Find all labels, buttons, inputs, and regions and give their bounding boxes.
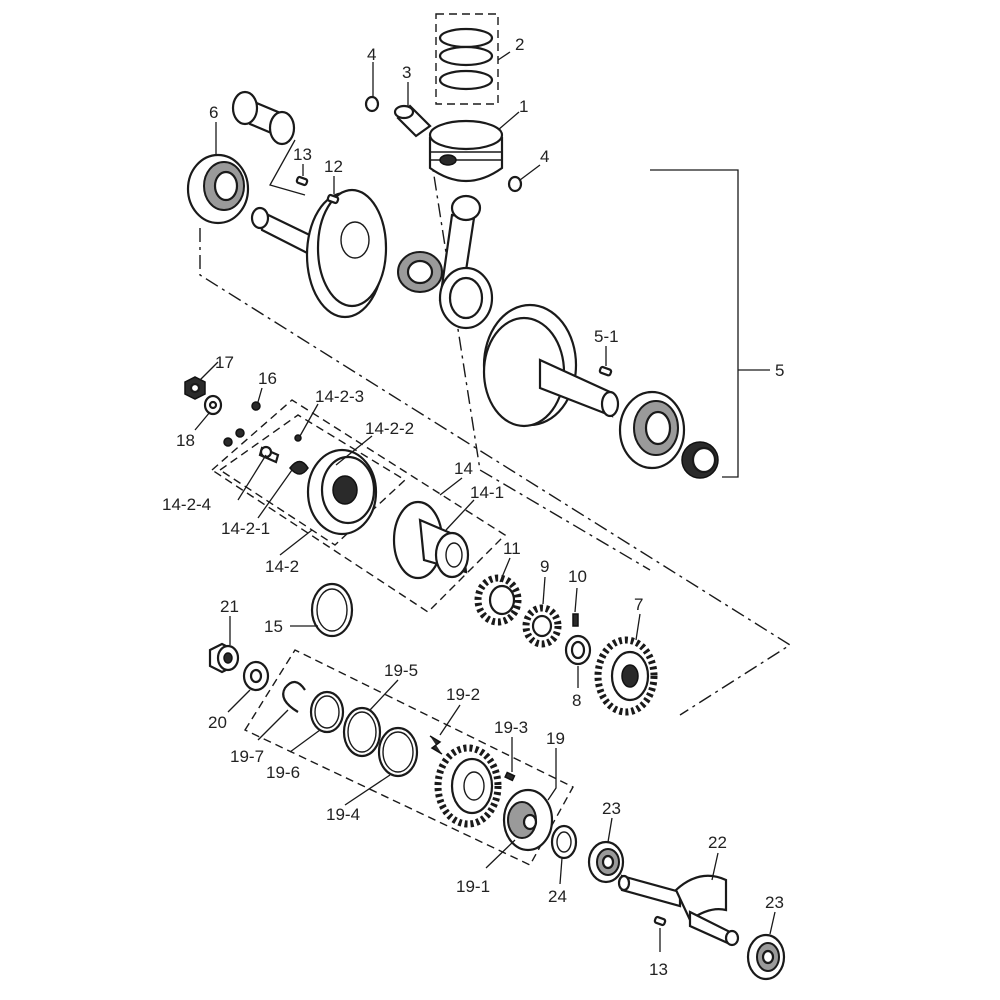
bearing-23-lower xyxy=(746,933,786,981)
label-24: 24 xyxy=(548,887,567,906)
label-14-1: 14-1 xyxy=(470,483,504,502)
leader-lines xyxy=(194,51,776,952)
label-14-2-1: 14-2-1 xyxy=(221,519,270,538)
nut-21 xyxy=(208,642,240,674)
hub-19-1 xyxy=(502,788,554,852)
label-23-upper: 23 xyxy=(602,799,621,818)
label-10: 10 xyxy=(568,567,587,586)
key-5-1 xyxy=(598,365,613,377)
bearing-23-upper xyxy=(587,840,625,884)
circlip-upper xyxy=(364,95,380,113)
key-12 xyxy=(326,193,340,205)
label-19-6: 19-6 xyxy=(266,763,300,782)
piston-ring-box xyxy=(435,13,499,105)
ring-19-5 xyxy=(342,706,382,758)
gear-7 xyxy=(594,636,658,716)
clip-19-7 xyxy=(282,680,306,713)
pin-14-2-4 xyxy=(258,445,280,464)
bushing-sleeve xyxy=(231,90,296,146)
label-19-1: 19-1 xyxy=(456,877,490,896)
label-5: 5 xyxy=(775,361,784,380)
spring-19-2 xyxy=(429,735,443,755)
washer-8 xyxy=(564,634,592,666)
label-4-upper: 4 xyxy=(367,45,376,64)
label-19-3: 19-3 xyxy=(494,718,528,737)
piston xyxy=(428,119,504,183)
nut-17 xyxy=(184,376,206,400)
label-19: 19 xyxy=(546,729,565,748)
gear-19 xyxy=(434,744,502,828)
crank-half-left xyxy=(250,188,388,319)
label-16: 16 xyxy=(258,369,277,388)
group-19-box xyxy=(243,649,574,866)
ring-19-6 xyxy=(309,690,345,734)
bearing-6 xyxy=(186,153,250,225)
label-18: 18 xyxy=(176,431,195,450)
shaft-22 xyxy=(617,874,740,947)
label-23-lower: 23 xyxy=(765,893,784,912)
label-19-4: 19-4 xyxy=(326,805,360,824)
label-19-7: 19-7 xyxy=(230,747,264,766)
needle-bearing xyxy=(397,251,443,293)
label-21: 21 xyxy=(220,597,239,616)
key-13-lower xyxy=(653,915,667,927)
hub-14-1 xyxy=(392,500,470,580)
callout-labels: 2 1 3 4 4 6 13 12 5 5-1 17 16 18 14-2-3 … xyxy=(162,35,784,979)
circlip-lower xyxy=(507,175,523,193)
label-14-2-4: 14-2-4 xyxy=(162,495,211,514)
washer-20 xyxy=(242,660,270,692)
washer-18 xyxy=(203,394,223,416)
label-7: 7 xyxy=(634,595,643,614)
label-17: 17 xyxy=(215,353,234,372)
ring-19-4 xyxy=(377,726,419,778)
label-14: 14 xyxy=(454,459,473,478)
key-13-upper xyxy=(295,175,309,187)
label-13-lower: 13 xyxy=(649,960,668,979)
main-bearing-right xyxy=(618,390,686,470)
label-3: 3 xyxy=(402,63,411,82)
plate-14-2-2 xyxy=(306,448,378,536)
label-14-2-2: 14-2-2 xyxy=(365,419,414,438)
label-5-1: 5-1 xyxy=(594,327,619,346)
label-19-2: 19-2 xyxy=(446,685,480,704)
label-4-lower: 4 xyxy=(540,147,549,166)
snap-ring-15 xyxy=(310,582,354,638)
label-6: 6 xyxy=(209,103,218,122)
bushing-24 xyxy=(550,824,578,860)
label-9: 9 xyxy=(540,557,549,576)
piston-rings xyxy=(438,27,494,91)
gear-9 xyxy=(522,604,562,648)
key-10 xyxy=(572,613,579,627)
label-15: 15 xyxy=(264,617,283,636)
group-14-box xyxy=(210,399,507,613)
gear-11 xyxy=(474,574,522,626)
screws-16 xyxy=(223,401,302,447)
bracket-assembly-5 xyxy=(650,169,739,478)
label-13-upper: 13 xyxy=(293,145,312,164)
label-1: 1 xyxy=(519,97,528,116)
roller-bearing-right xyxy=(681,441,719,479)
piston-pin xyxy=(393,104,432,138)
pin-19-3 xyxy=(504,771,516,782)
crank-half-right xyxy=(482,303,620,428)
label-14-2: 14-2 xyxy=(265,557,299,576)
label-19-5: 19-5 xyxy=(384,661,418,680)
label-20: 20 xyxy=(208,713,227,732)
label-12: 12 xyxy=(324,157,343,176)
label-22: 22 xyxy=(708,833,727,852)
label-8: 8 xyxy=(572,691,581,710)
connecting-rod xyxy=(438,194,494,330)
label-11: 11 xyxy=(503,539,521,558)
label-2: 2 xyxy=(515,35,524,54)
spring-14-2-1 xyxy=(289,460,309,475)
label-14-2-3: 14-2-3 xyxy=(315,387,364,406)
